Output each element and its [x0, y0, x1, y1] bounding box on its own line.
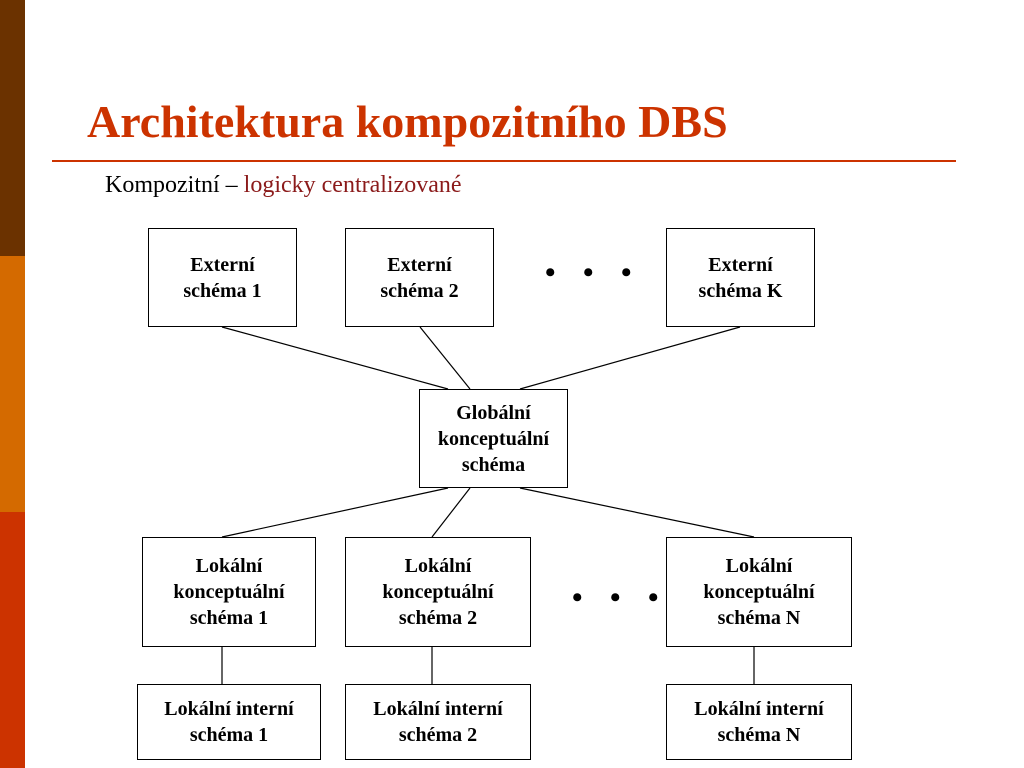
connector-ext1-global — [221, 326, 449, 390]
box-label: Lokální konceptuální schéma 1 — [173, 555, 285, 629]
title-underline — [52, 160, 956, 162]
connector-extK-global — [519, 326, 741, 390]
connector-global-lc1 — [221, 487, 449, 538]
subtitle-prefix: Kompozitní – — [105, 172, 244, 198]
box-label: Externí schéma K — [698, 253, 783, 302]
slide-subtitle: Kompozitní – logicky centralizované — [105, 169, 462, 201]
ellipsis-bottom: • • • — [572, 581, 669, 614]
local-internal-schema-2: Lokální interní schéma 2 — [345, 684, 531, 760]
slide-title: Architektura kompozitního DBS — [87, 96, 728, 147]
local-internal-schema-1: Lokální interní schéma 1 — [137, 684, 321, 760]
subtitle-highlight: logicky centralizované — [243, 172, 462, 198]
connector-global-lcN — [519, 487, 755, 538]
sidebar-segment-bottom — [0, 512, 25, 768]
external-schema-1: Externí schéma 1 — [148, 228, 297, 327]
sidebar-segment-top — [0, 0, 25, 256]
local-conceptual-schema-2: Lokální konceptuální schéma 2 — [345, 537, 531, 647]
local-conceptual-schema-1: Lokální konceptuální schéma 1 — [142, 537, 316, 647]
connector-global-lc2 — [431, 487, 471, 538]
external-schema-k: Externí schéma K — [666, 228, 815, 327]
box-label: Lokální konceptuální schéma N — [703, 555, 815, 629]
box-label: Globální konceptuální schéma — [437, 401, 550, 476]
local-internal-schema-n: Lokální interní schéma N — [666, 684, 852, 760]
box-label: Externí schéma 1 — [183, 253, 262, 302]
box-label: Externí schéma 2 — [380, 253, 459, 302]
sidebar-decoration — [0, 0, 25, 768]
global-conceptual-schema: Globální konceptuální schéma — [419, 389, 568, 488]
ellipsis-top: • • • — [545, 256, 642, 289]
connector-ext2-global — [419, 326, 471, 390]
box-label: Lokální konceptuální schéma 2 — [382, 555, 494, 629]
box-label: Lokální interní schéma 1 — [164, 698, 294, 746]
external-schema-2: Externí schéma 2 — [345, 228, 494, 327]
box-label: Lokální interní schéma 2 — [373, 698, 503, 746]
local-conceptual-schema-n: Lokální konceptuální schéma N — [666, 537, 852, 647]
box-label: Lokální interní schéma N — [694, 698, 824, 746]
sidebar-segment-middle — [0, 256, 25, 512]
